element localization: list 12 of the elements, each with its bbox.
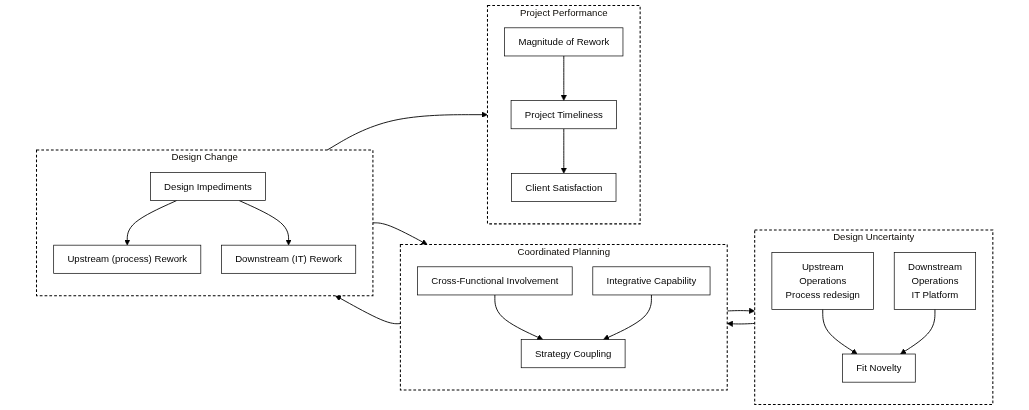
node-box: Fit Novelty: [841, 353, 916, 383]
node-box: Upstream (process) Rework: [53, 244, 201, 274]
node-box: Cross-Functional Involvement: [417, 266, 573, 296]
node-box: Downstream (IT) Rework: [220, 244, 356, 274]
node-box: Project Timeliness: [510, 100, 617, 130]
node-box: Upstream Operations Process redesign: [771, 252, 874, 310]
node-box: Strategy Coupling: [520, 339, 626, 369]
node-box: Client Satisfaction: [511, 173, 617, 202]
node-box: Integrative Capability: [592, 266, 711, 296]
node-box: Magnitude of Rework: [504, 27, 624, 57]
node-box: Design Impediments: [149, 172, 266, 201]
node-box: Downstream Operations IT Platform: [893, 252, 976, 310]
